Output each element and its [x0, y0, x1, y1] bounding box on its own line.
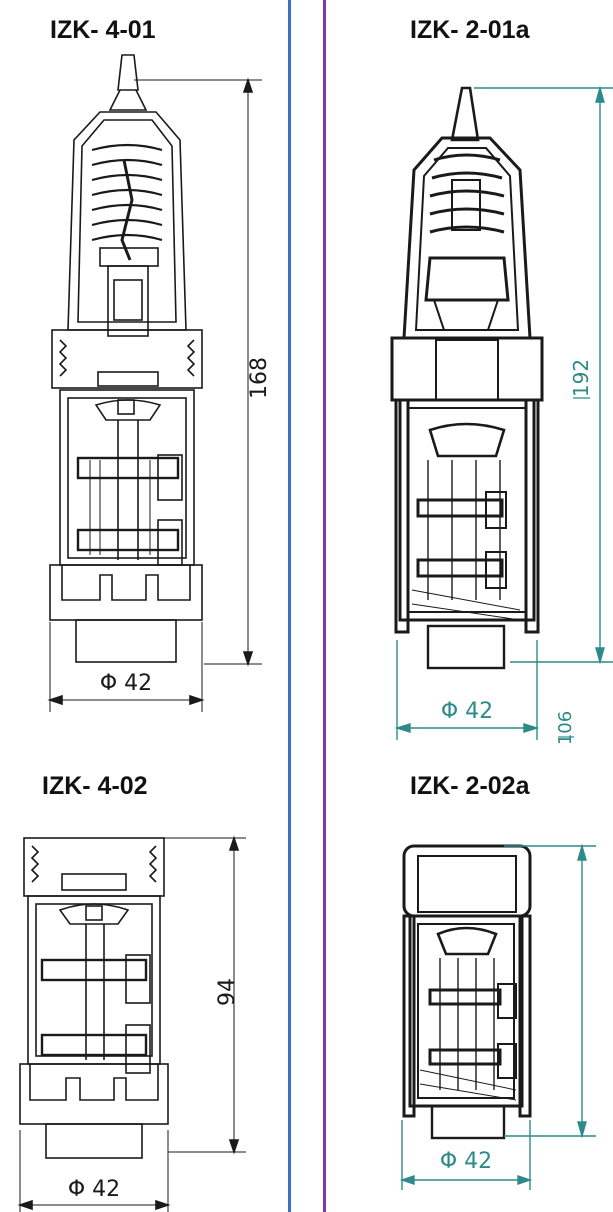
- dimensions-izk-2-02a: [399, 736, 596, 1190]
- diameter-dim-izk-2-02a: Φ 42: [440, 1149, 492, 1174]
- title-izk-4-01: IZK- 4-01: [50, 16, 156, 44]
- divider-purple: [323, 0, 326, 1212]
- drawing-izk-2-01a: [390, 86, 544, 670]
- height-dim-izk-4-02: 94: [215, 978, 240, 1006]
- dimensions-izk-2-01a: [394, 85, 613, 740]
- drawing-izk-4-01: [47, 54, 262, 712]
- height-dim-izk-4-01: 168: [247, 357, 272, 399]
- diameter-dim-izk-4-01: Φ 42: [100, 671, 152, 696]
- title-izk-4-02: IZK- 4-02: [42, 772, 148, 800]
- height-dim-izk-2-01a: 192: [569, 359, 593, 397]
- drawing-izk-4-02: [17, 835, 246, 1212]
- diameter-dim-izk-2-01a: Φ 42: [441, 699, 493, 724]
- drawing-izk-2-02a: [402, 844, 532, 1140]
- title-izk-2-01a: IZK- 2-01a: [410, 16, 530, 44]
- diameter-dim-izk-4-02: Φ 42: [68, 1177, 120, 1202]
- height-dim-izk-2-02a: 106: [555, 711, 576, 745]
- divider-blue: [288, 0, 291, 1212]
- title-izk-2-02a: IZK- 2-02a: [410, 772, 530, 800]
